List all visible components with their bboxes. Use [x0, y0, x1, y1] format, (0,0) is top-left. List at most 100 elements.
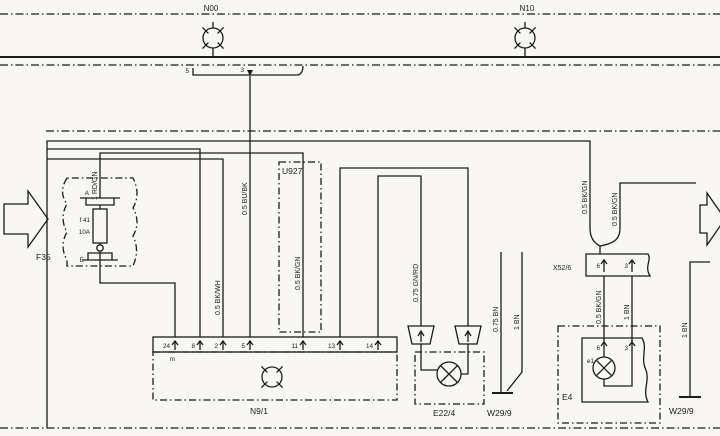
- wire-main-bus: [46, 140, 591, 428]
- cluster-note: m: [170, 356, 175, 363]
- fuse-terminal-pin: [96, 244, 104, 252]
- connector-pin-right: 3: [624, 263, 628, 270]
- e4-pin-left: 6: [596, 345, 600, 352]
- wire-labels: 1 RD/GN 0.5 BU/BK 0.5 BK/WH 0.5 BK/GN 0.…: [92, 172, 689, 338]
- fuse-box-f35: A f 41 10A E F35: [36, 177, 138, 267]
- ground-w299-right: W29/9: [669, 396, 701, 416]
- ground-left-label: N00: [204, 4, 219, 13]
- e4-internal-wires: [603, 352, 633, 387]
- fuse-box-outline: [61, 177, 138, 267]
- ground-ticks: [260, 365, 284, 389]
- lamp-e4: 6 3 e1 E4: [557, 325, 661, 424]
- wire-label-x52-top-right: 0.5 BK/GN: [612, 193, 619, 226]
- bracket-line: [192, 65, 304, 76]
- e4-bulb-icon: [592, 356, 616, 380]
- ground-ticks: [513, 26, 537, 50]
- ground-right-label: N10: [520, 4, 535, 13]
- plug-right-arrow-icon: [464, 329, 472, 342]
- plug-left-icon: [407, 325, 435, 345]
- wire-label-x52-top-left: 0.5 BK/GN: [582, 181, 589, 214]
- wire-runs: [46, 76, 710, 428]
- ground-point-left: N00: [201, 4, 225, 57]
- module-u927: U927: [278, 161, 322, 333]
- ground-circle-icon: [513, 22, 537, 57]
- fuse-pin-bottom-label: E: [80, 257, 84, 264]
- wire-label-x52-bot-left: 0.5 BK/GN: [596, 291, 603, 324]
- wire-pin14-lamp: [377, 175, 422, 337]
- cluster-pin-14: 14: [366, 343, 374, 350]
- u927-outline: [278, 161, 322, 333]
- lamp-internal-wires: [420, 344, 469, 375]
- boundary-rails: [0, 13, 720, 429]
- bulb-cross: [440, 365, 458, 383]
- wire-right-gnd: [689, 261, 710, 396]
- continuation-arrow-right-icon: [699, 190, 720, 248]
- connector-id: X52/6: [553, 265, 571, 272]
- wire-label-x52-bot-right: 1 BN: [624, 304, 631, 320]
- wire-pin8: [47, 148, 201, 337]
- ground-left-id: W29/9: [487, 408, 512, 418]
- wire-pin2: [47, 158, 224, 337]
- wire-fuse-out: [99, 252, 176, 337]
- fuse-pin-top-label: A: [85, 190, 90, 197]
- wire-right-feed: [619, 182, 696, 228]
- cluster-pin-2: 2: [214, 343, 218, 350]
- cluster-pin-13: 13: [328, 343, 336, 350]
- cluster-pin-8: 8: [191, 343, 195, 350]
- cluster-pin-5: 5: [241, 343, 245, 350]
- cluster-id: N9/1: [250, 406, 268, 416]
- cluster-n91: 24 8 2 5 11 13 14 m N9/1: [152, 336, 398, 416]
- wire-label-bracket-drop: 0.5 BU/BK: [242, 182, 249, 215]
- fuse-terminal-top: [80, 197, 120, 209]
- e4-pin-right: 3: [624, 345, 628, 352]
- cluster-pin-arrows: [171, 339, 382, 350]
- ground-point-right: N10: [513, 4, 537, 57]
- ground-w299-left: W29/9: [487, 392, 513, 418]
- plug-left-arrow-icon: [417, 329, 425, 342]
- bulb-icon: [436, 361, 462, 387]
- wire-label-gnd-b: 1 BN: [514, 314, 521, 330]
- cluster-connector-strip: [152, 336, 398, 353]
- e4-pin-arrows: [600, 340, 636, 352]
- wire-gnd-b: [506, 252, 523, 392]
- lamp-e224: E22/4: [407, 325, 485, 418]
- e4-bulb-cross: [595, 359, 613, 377]
- bracket-pin-left: 5: [185, 68, 189, 75]
- connector-pin-arrows: [600, 258, 636, 272]
- wire-label-fuse-feed: 1 RD/GN: [92, 172, 99, 200]
- pin-arrow-icons: [171, 339, 382, 350]
- fuse-terminal-bottom: [82, 252, 118, 261]
- wire-fuse-u927: [99, 152, 304, 337]
- fuse-element: [92, 208, 108, 244]
- plug-right-icon: [454, 325, 482, 345]
- wire-label-lamp-feed: 0.75 GN/RD: [413, 264, 420, 302]
- connector-strip: [585, 253, 652, 277]
- cluster-pin-24: 24: [163, 343, 171, 350]
- wire-pin13-lamp: [339, 167, 469, 337]
- continuation-arrow-left-icon: [3, 188, 49, 250]
- fuse-name-label: f 41: [79, 217, 90, 224]
- wire-brace: [589, 227, 621, 254]
- lamp-outline: [414, 351, 485, 405]
- wire-label-gnd-a: 0.75 BN: [493, 307, 500, 332]
- u927-id: U927: [282, 166, 303, 176]
- e4-inner-outline: [581, 337, 650, 403]
- connector-pin-left: 6: [596, 263, 600, 270]
- ground-right-id: W29/9: [669, 406, 694, 416]
- cluster-pin-11: 11: [291, 343, 298, 350]
- fuse-box-id: F35: [36, 252, 51, 262]
- splice-bracket: 5 3: [185, 65, 304, 76]
- cluster-outline: [152, 351, 398, 401]
- wire-label-right-gnd: 1 BN: [682, 322, 689, 338]
- wire-label-u927-drop: 0.5 BK/GN: [295, 257, 302, 290]
- ground-ticks: [201, 26, 225, 50]
- bracket-pin-right: 3: [240, 67, 244, 74]
- lamp-id: E22/4: [433, 408, 455, 418]
- wire-label-pin2: 0.5 BK/WH: [215, 280, 222, 315]
- ground-circle: [261, 366, 283, 388]
- e4-bulb-label: e1: [587, 358, 595, 365]
- bracket-junction-arrow: [247, 70, 253, 76]
- e4-outer-outline: [557, 325, 661, 424]
- fuse-rating-label: 10A: [79, 229, 91, 236]
